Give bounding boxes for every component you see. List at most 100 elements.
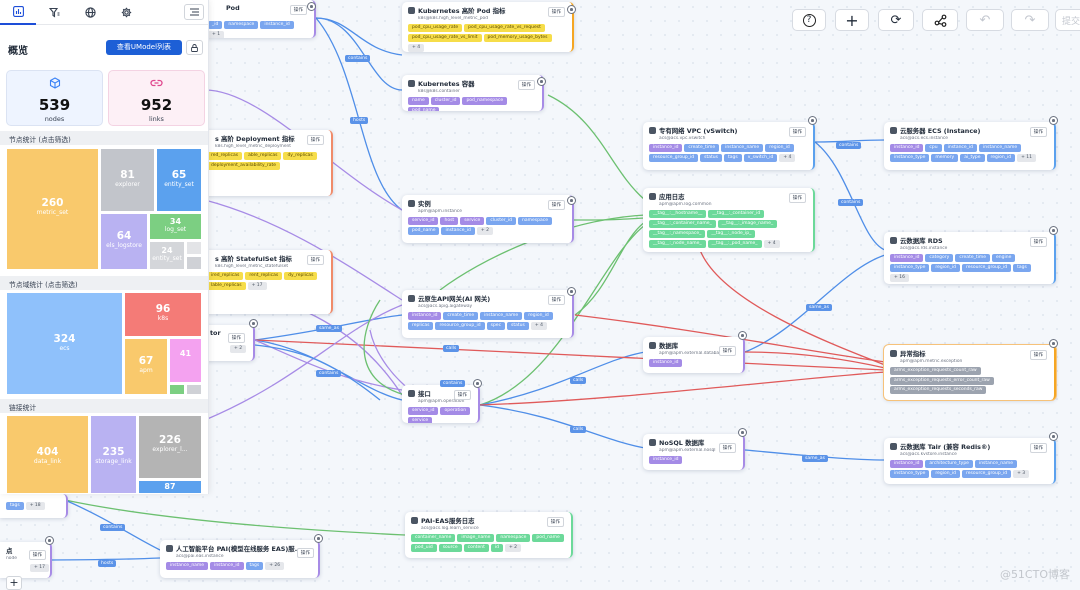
operate-button[interactable]: 操作 — [547, 295, 565, 305]
node-statefulset-metric[interactable]: s 高阶 StatefulSet 指标 k8s.high_level_metri… — [195, 250, 333, 314]
expand-node-icon[interactable] — [537, 77, 546, 86]
refresh-button[interactable]: ⟳ — [878, 9, 914, 31]
expand-node-icon[interactable] — [1049, 339, 1058, 348]
expand-node-icon[interactable] — [738, 331, 747, 340]
operate-button[interactable]: 操作 — [718, 443, 736, 453]
field-tag: instance_id — [943, 144, 978, 152]
operate-button[interactable]: 操作 — [296, 548, 314, 558]
node-left-mid[interactable]: tor 操作 + 2 — [200, 325, 255, 361]
expand-node-icon[interactable] — [314, 534, 323, 543]
redo-button[interactable]: ↷ — [1011, 9, 1049, 31]
operate-button[interactable]: 操作 — [306, 255, 324, 265]
node-pai-eas[interactable]: 人工智能平台 PAI(模型在线服务 EAS)服... acs@pai.eas.i… — [160, 540, 320, 578]
node-subtitle: apm@apm.external.database — [659, 351, 725, 356]
field-tag: content — [463, 544, 489, 552]
field-tag: instance_id — [210, 562, 244, 570]
umodel-list-button[interactable]: 查看UModel列表 — [106, 40, 182, 55]
node-database[interactable]: 数据库 apm@apm.external.database 操作 instanc… — [643, 337, 745, 373]
panel-menu-button[interactable] — [184, 4, 204, 20]
node-ecs[interactable]: 云服务器 ECS (Instance) acs@acs.ecs.instance… — [884, 122, 1056, 170]
node-k8s-pod[interactable]: Pod 操作 _id namespace instance_id + 1 — [200, 0, 316, 38]
operate-button[interactable]: 操作 — [1029, 237, 1047, 247]
tab-settings[interactable] — [108, 0, 144, 25]
help-button[interactable]: ? — [792, 9, 826, 31]
expand-node-icon[interactable] — [1049, 226, 1058, 235]
expand-node-icon[interactable] — [738, 428, 747, 437]
node-pod-metric[interactable]: Kubernetes 高阶 Pod 指标 k8s@k8s.high_level_… — [402, 2, 574, 52]
tab-overview[interactable] — [0, 0, 36, 25]
expand-node-icon[interactable] — [45, 536, 54, 545]
node-tair[interactable]: 云数据库 Tair (兼容 Redis®) acs@acs.kvstore.in… — [884, 438, 1056, 484]
expand-node-icon[interactable] — [1049, 116, 1058, 125]
operate-button[interactable]: 操作 — [289, 5, 307, 15]
operate-button[interactable]: 操作 — [1029, 350, 1047, 360]
node-apm-instance[interactable]: 实例 apm@apm.instance 操作 service_id host s… — [402, 195, 574, 243]
treemap-cell[interactable] — [169, 384, 185, 395]
operate-button[interactable]: 操作 — [547, 7, 565, 17]
field-tag: tags — [245, 562, 264, 570]
expand-node-icon[interactable] — [473, 379, 482, 388]
tab-filter[interactable] — [36, 0, 72, 25]
expand-node-icon[interactable] — [567, 287, 576, 296]
operate-button[interactable]: 操作 — [517, 80, 535, 90]
node-app-log[interactable]: 应用日志 apm@apm.log.common 操作 __tag__:__hos… — [643, 188, 815, 252]
node-k8s-container[interactable]: Kubernetes 容器 k8s@k8s.container 操作 name … — [402, 75, 544, 111]
operate-button[interactable]: 操作 — [547, 200, 565, 210]
node-left-bottom[interactable]: tags + 18 — [0, 494, 68, 518]
share-button[interactable] — [922, 9, 958, 31]
node-vswitch[interactable]: 专有网络 VPC (vSwitch) acs@acs.vpc.vswitch 操… — [643, 122, 815, 170]
node-nosql[interactable]: NoSQL 数据库 apm@apm.external.nosql 操作 inst… — [643, 434, 745, 470]
node-operation[interactable]: 接口 apm@apm.operation 操作 service_id opera… — [402, 385, 480, 423]
operate-button[interactable]: 操作 — [453, 390, 471, 400]
undo-button[interactable]: ↶ — [966, 9, 1004, 31]
operate-button[interactable]: 操作 — [546, 517, 564, 527]
treemap-cell[interactable]: 41 — [169, 338, 202, 383]
node-exception-metric[interactable]: 异常指标 apm@apm.metric.exception 操作 arms_ex… — [884, 345, 1056, 400]
treemap-cell[interactable] — [186, 256, 202, 270]
operate-button[interactable]: 操作 — [788, 127, 806, 137]
node-left-corner[interactable]: 点 node 操作 + 17 — [0, 542, 52, 578]
treemap-cell[interactable]: 87 — [138, 480, 202, 494]
zoom-in-button[interactable]: + — [6, 576, 22, 590]
operate-button[interactable]: 操作 — [306, 135, 324, 145]
operate-button[interactable]: 操作 — [788, 193, 806, 203]
node-ai-gateway[interactable]: 云原生API网关(AI 网关) acs@acs.apig.aigateway 操… — [402, 290, 574, 338]
node-rds[interactable]: 云数据库 RDS acs@acs.rds.instance 操作 instanc… — [884, 232, 1056, 284]
treemap-cell[interactable] — [186, 384, 202, 395]
expand-node-icon[interactable] — [1049, 432, 1058, 441]
submit-button[interactable]: 提交 — [1055, 9, 1080, 31]
operate-button[interactable]: 操作 — [1029, 443, 1047, 453]
expand-node-icon[interactable] — [808, 116, 817, 125]
lock-button[interactable] — [186, 40, 203, 55]
node-pai-log[interactable]: PAI-EAS服务日志 acs@acs.log.learn_service 操作… — [405, 512, 573, 558]
operate-button[interactable]: 操作 — [227, 333, 245, 343]
expand-node-icon[interactable] — [307, 2, 316, 11]
add-button[interactable]: + — [835, 9, 869, 31]
field-tag: v_switch_id — [743, 154, 778, 162]
tab-global[interactable] — [72, 0, 108, 25]
nodes-stat-card[interactable]: 539 nodes — [6, 70, 103, 126]
links-stat-card[interactable]: 952 links — [108, 70, 205, 126]
node-deployment-metric[interactable]: s 高阶 Deployment 指标 k8s.high_level_metric… — [195, 130, 333, 196]
treemap-cell[interactable] — [186, 241, 202, 255]
edge-label: hosts — [350, 117, 369, 124]
expand-node-icon[interactable] — [567, 196, 576, 205]
operate-button[interactable]: 操作 — [1029, 127, 1047, 137]
expand-node-icon[interactable] — [249, 319, 258, 328]
expand-node-icon[interactable] — [567, 5, 576, 14]
operate-button[interactable]: 操作 — [28, 550, 46, 560]
operate-button[interactable]: 操作 — [718, 346, 736, 356]
